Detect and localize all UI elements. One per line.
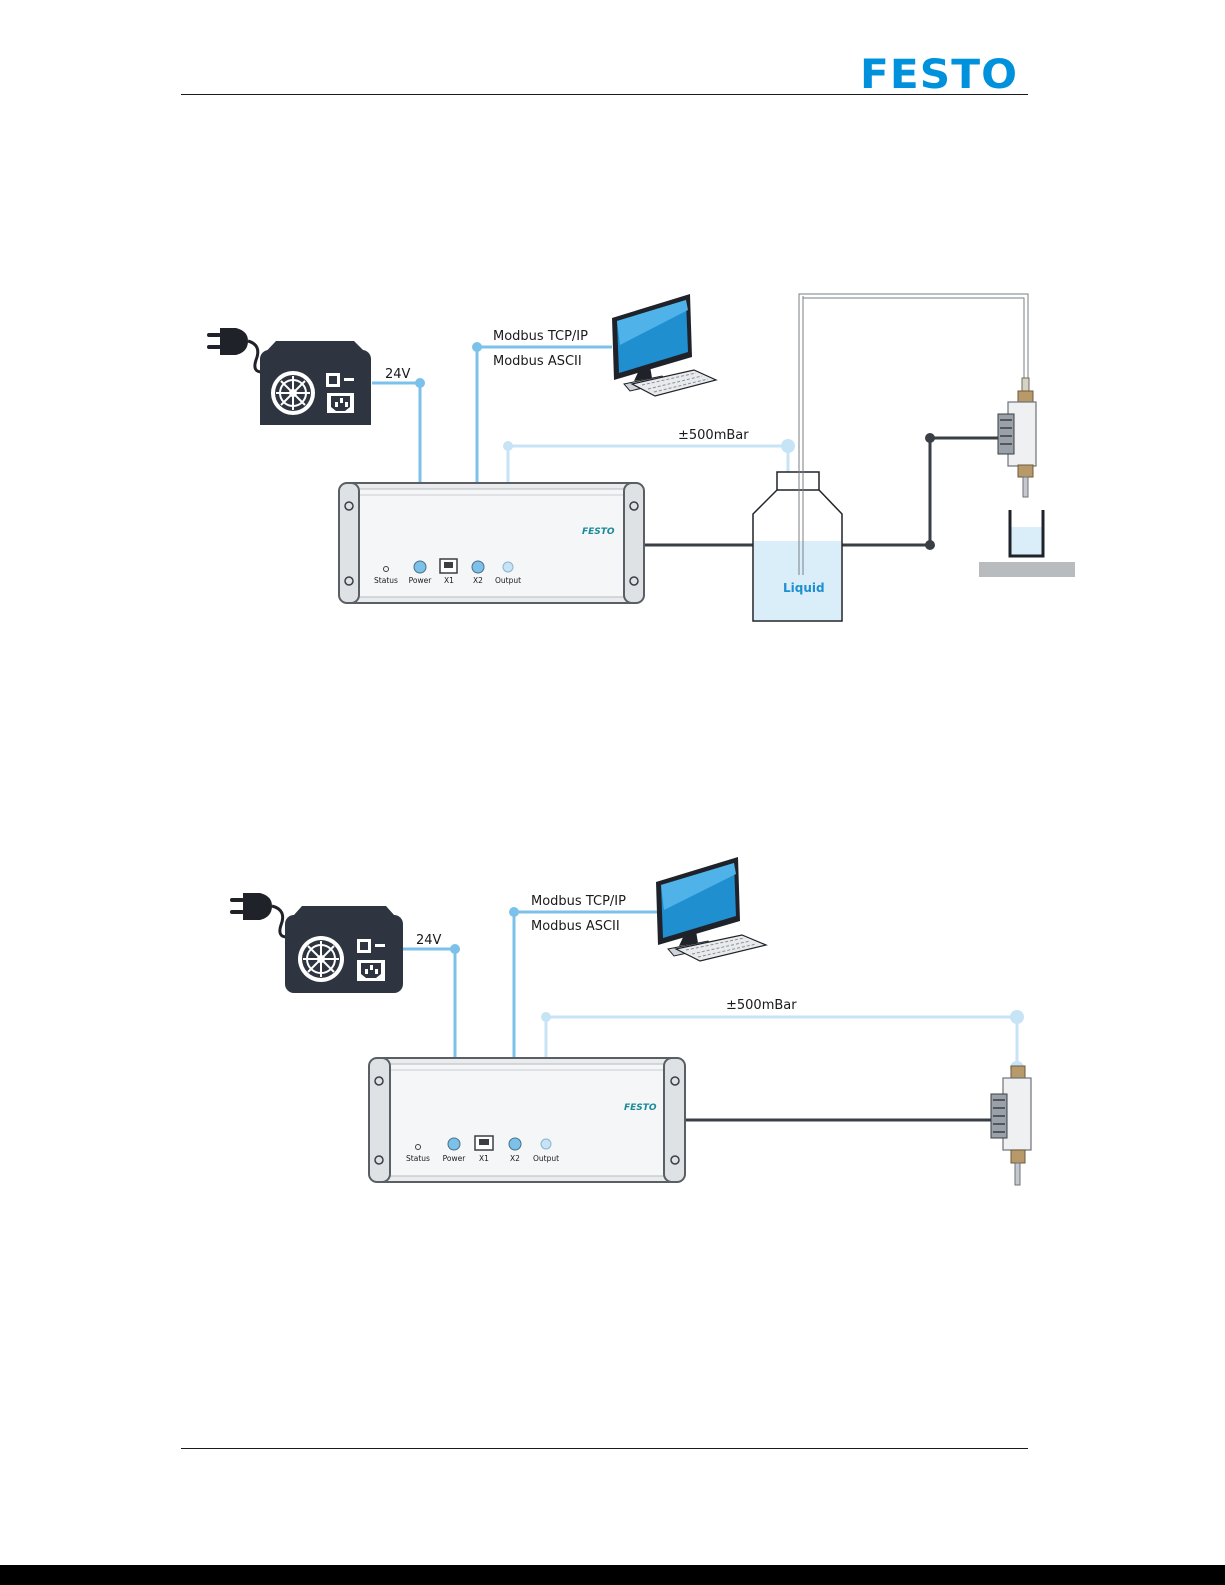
footer-rule: [181, 1448, 1028, 1449]
port-label-status: Status: [406, 1154, 430, 1163]
festo-logo-text: FESTO: [860, 52, 1018, 92]
liquid-bottle: Liquid: [753, 296, 842, 621]
diagram-top: 24V Modbus TCP/IP Modbus ASCII ±500mBar: [0, 285, 1225, 630]
x2-port: [509, 1138, 521, 1150]
port-label-x2: X2: [510, 1154, 520, 1163]
dispensing-valve-icon: [991, 1066, 1031, 1185]
power-label: 24V: [416, 933, 442, 948]
port-label-x1: X1: [444, 576, 454, 585]
power-supply-icon: [285, 906, 403, 993]
port-label-output: Output: [533, 1154, 559, 1163]
controller-box: FESTO Status Power X1 X2 Output: [369, 1058, 685, 1182]
port-label-power: Power: [409, 576, 433, 585]
port-label-status: Status: [374, 576, 398, 585]
pressure-label: ±500mBar: [726, 998, 797, 1013]
dispensing-valve-icon: [998, 378, 1036, 497]
port-label-output: Output: [495, 576, 521, 585]
comm-label-tcp: Modbus TCP/IP: [531, 894, 626, 909]
diagram-bottom: 24V Modbus TCP/IP Modbus ASCII ±500mBar: [0, 850, 1225, 1195]
power-label: 24V: [385, 367, 411, 382]
output-port: [541, 1139, 551, 1149]
power-port: [448, 1138, 460, 1150]
x2-port: [472, 561, 484, 573]
power-port: [414, 561, 426, 573]
festo-logo: FESTO: [860, 52, 1020, 92]
plug-icon: [207, 328, 262, 372]
port-label-x2: X2: [473, 576, 483, 585]
controller-logo: FESTO: [582, 527, 615, 537]
plug-icon: [230, 893, 287, 937]
liquid-label: Liquid: [783, 581, 825, 595]
comm-label-ascii: Modbus ASCII: [531, 919, 620, 934]
pressure-label: ±500mBar: [678, 428, 749, 443]
port-label-x1: X1: [479, 1154, 489, 1163]
power-supply-icon: [260, 341, 371, 425]
port-label-power: Power: [443, 1154, 467, 1163]
header-rule: [181, 94, 1028, 95]
controller-logo: FESTO: [624, 1103, 657, 1113]
computer-icon: [656, 857, 766, 961]
bottom-edge-strip: [0, 1565, 1225, 1585]
beaker-icon: [979, 510, 1075, 577]
output-port: [503, 562, 513, 572]
controller-box: FESTO Status Power X1 X2 Output: [339, 483, 644, 603]
comm-label-ascii: Modbus ASCII: [493, 354, 582, 369]
computer-icon: [612, 294, 716, 396]
comm-label-tcp: Modbus TCP/IP: [493, 329, 588, 344]
